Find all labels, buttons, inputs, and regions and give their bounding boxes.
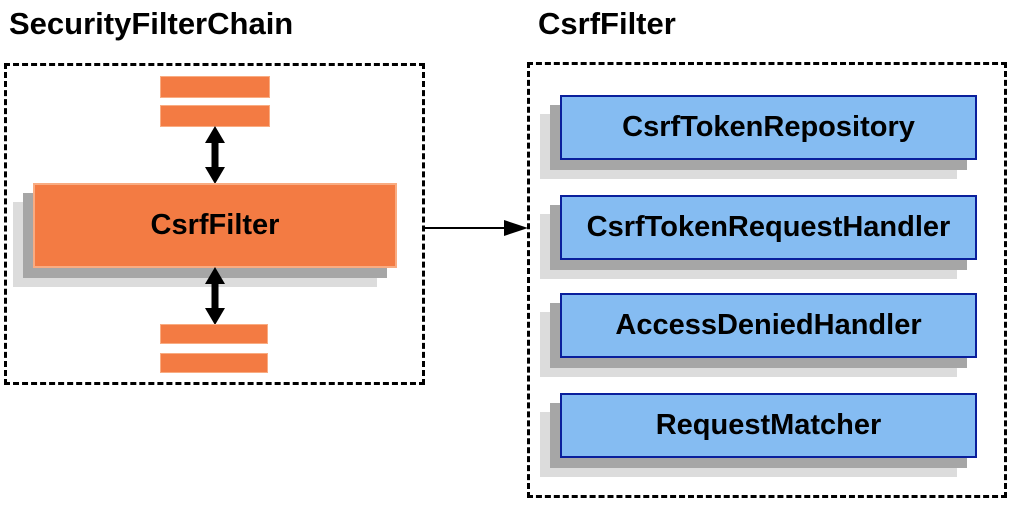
component-label: CsrfTokenRepository xyxy=(622,111,915,143)
component-label: RequestMatcher xyxy=(655,409,882,441)
component-box-csrf-token-request-handler: CsrfTokenRequestHandler xyxy=(560,195,977,260)
filter-chain-bar xyxy=(160,353,268,373)
filter-chain-bar xyxy=(160,76,270,98)
double-headed-arrow-icon xyxy=(205,126,225,184)
csrf-filter-container xyxy=(527,62,1007,498)
filter-chain-bar xyxy=(160,105,270,127)
security-filter-chain-title: SecurityFilterChain xyxy=(9,6,294,41)
component-box-access-denied-handler: AccessDeniedHandler xyxy=(560,293,977,358)
csrf-filter-box: CsrfFilter xyxy=(33,183,397,268)
csrf-filter-box-label: CsrfFilter xyxy=(150,209,280,241)
component-box-request-matcher: RequestMatcher xyxy=(560,393,977,458)
component-label: AccessDeniedHandler xyxy=(615,309,922,341)
security-filter-chain-container xyxy=(4,63,425,385)
double-headed-arrow-icon xyxy=(205,267,225,325)
component-box-csrf-token-repository: CsrfTokenRepository xyxy=(560,95,977,160)
csrf-filter-title: CsrfFilter xyxy=(538,6,676,41)
component-label: CsrfTokenRequestHandler xyxy=(586,211,951,243)
flow-arrow-icon xyxy=(425,220,528,236)
filter-chain-bar xyxy=(160,324,268,344)
